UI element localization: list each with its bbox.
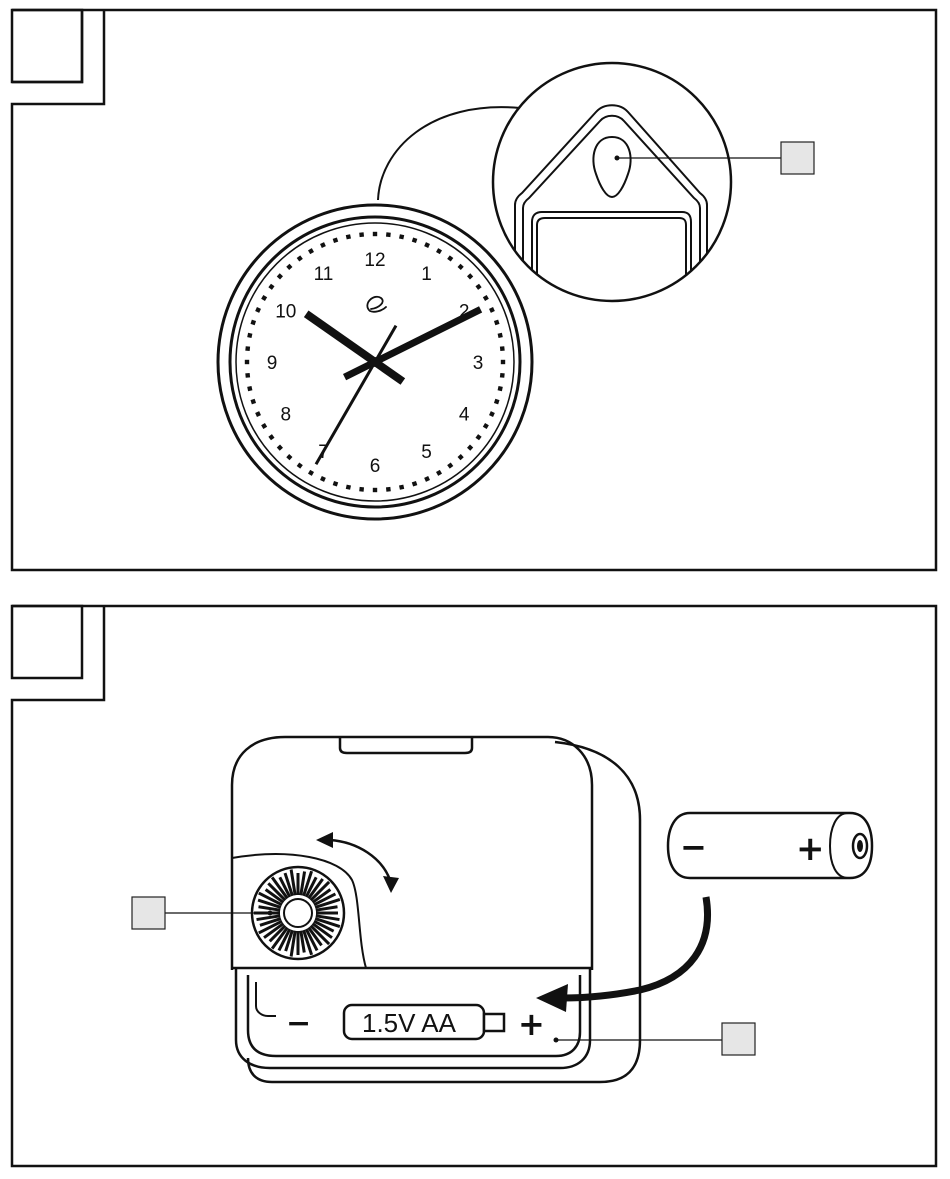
minute-dot bbox=[346, 485, 351, 490]
minute-dot bbox=[386, 232, 391, 237]
minute-dot bbox=[501, 360, 505, 364]
minute-dot bbox=[399, 234, 404, 239]
minute-dot bbox=[359, 487, 364, 492]
spring-contact bbox=[256, 982, 276, 1016]
minute-dot bbox=[247, 386, 252, 391]
minute-dot bbox=[498, 333, 503, 338]
minute-dot bbox=[359, 232, 364, 237]
callout-box-wheel bbox=[132, 897, 165, 929]
minute-dot bbox=[245, 373, 250, 378]
dial-number: 9 bbox=[267, 353, 278, 374]
battery-plus-sign: + bbox=[796, 829, 825, 869]
minute-dot bbox=[245, 360, 249, 364]
insert-battery-arrow-icon bbox=[536, 897, 708, 1012]
minute-dot bbox=[245, 346, 250, 351]
compartment-plus-sign: + bbox=[518, 1005, 545, 1043]
wall-clock: 121234567891011 bbox=[218, 205, 532, 519]
minute-dot bbox=[498, 386, 503, 391]
dial-number: 1 bbox=[421, 264, 432, 285]
clock-center-pin bbox=[370, 357, 380, 367]
minute-dot bbox=[500, 373, 505, 378]
callout-box-battery-compartment bbox=[722, 1023, 755, 1055]
battery-type-label: 1.5V AA bbox=[362, 1008, 457, 1038]
hanging-hole-detail bbox=[493, 63, 814, 310]
dial-number: 11 bbox=[314, 264, 334, 285]
figure-1-number-box bbox=[12, 10, 82, 82]
aa-battery-icon: − + bbox=[668, 813, 872, 878]
minute-dot bbox=[373, 232, 377, 236]
dial-number: 4 bbox=[459, 405, 470, 426]
dial-number: 3 bbox=[473, 353, 484, 374]
compartment-minus-sign: − bbox=[286, 1006, 311, 1041]
figure-2-number-box bbox=[12, 606, 82, 678]
top-vent-slot bbox=[340, 737, 472, 753]
minute-dot bbox=[373, 488, 377, 492]
minute-dot bbox=[399, 485, 404, 490]
dial-number: 6 bbox=[370, 456, 381, 477]
dial-number: 10 bbox=[275, 302, 296, 323]
battery-minus-sign: − bbox=[680, 828, 707, 866]
dial-number: 12 bbox=[364, 250, 385, 271]
minute-dot bbox=[346, 234, 351, 239]
callout-box-hanging-hole bbox=[781, 142, 814, 174]
minute-dot bbox=[386, 487, 391, 492]
minute-dot bbox=[500, 346, 505, 351]
minute-dot bbox=[247, 333, 252, 338]
dial-number: 5 bbox=[421, 442, 432, 463]
dial-number: 8 bbox=[281, 405, 292, 426]
